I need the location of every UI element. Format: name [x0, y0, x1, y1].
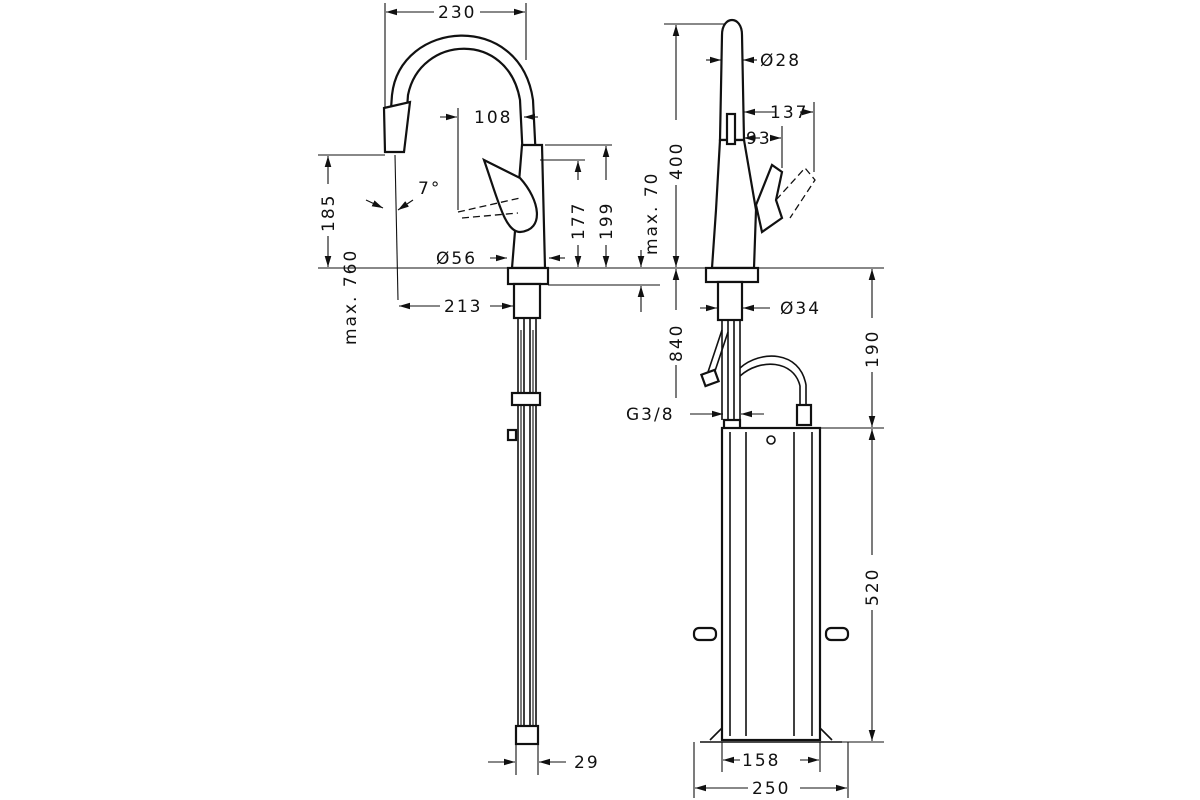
dim-reach-213: 213 — [444, 297, 482, 317]
front-hose-branch — [707, 329, 729, 375]
dim-base-diameter: Ø56 — [436, 249, 477, 269]
hose-connector-2 — [506, 428, 518, 442]
front-view-dimensions: 400 Ø28 137 93 Ø34 840 G3/8 190 — [626, 23, 884, 799]
dim-handle-137: 137 — [770, 103, 808, 123]
dim-handle-93: 93 — [746, 129, 772, 149]
box-clamp-left — [692, 626, 718, 642]
dim-depth-840: 840 — [667, 324, 687, 362]
dim-spray-angle: 7° — [418, 179, 441, 199]
dim-body-199: 199 — [597, 202, 617, 240]
dim-handle-offset: 108 — [474, 108, 512, 128]
base-plate — [506, 266, 550, 286]
front-fitting-right — [795, 403, 813, 427]
handle-dashed-open — [457, 197, 521, 219]
front-hose-a — [721, 320, 729, 420]
front-handle-dashed — [775, 167, 816, 219]
dim-spout-height: 185 — [319, 194, 339, 232]
front-spout — [718, 18, 746, 142]
box-hole — [766, 435, 776, 445]
box-rails — [729, 432, 813, 736]
dim-shank-diameter: Ø34 — [780, 299, 821, 319]
dim-width-158: 158 — [742, 751, 780, 771]
shank — [512, 282, 542, 320]
front-hose-curve — [739, 355, 807, 405]
dim-thread: G3/8 — [626, 405, 675, 425]
front-hose-fitting — [699, 368, 721, 388]
front-hose-b — [733, 320, 741, 420]
pullout-box — [720, 426, 822, 742]
front-view — [692, 18, 850, 743]
dim-box-520: 520 — [863, 568, 883, 606]
front-spray-button — [725, 112, 737, 146]
hose-left — [517, 318, 525, 742]
dim-depth-190: 190 — [863, 330, 883, 368]
side-view — [382, 34, 550, 746]
hose-right — [529, 318, 537, 742]
front-spout-lower — [710, 138, 758, 270]
hose-inner — [520, 330, 534, 742]
spray-head — [382, 100, 412, 154]
box-clamp-right — [824, 626, 850, 642]
dim-spout-diameter: Ø28 — [760, 51, 801, 71]
dim-max-70: max. 70 — [642, 172, 662, 255]
lever-handle — [482, 157, 538, 234]
hose-connector-1 — [510, 391, 542, 407]
front-shank — [716, 280, 744, 322]
dim-body-177: 177 — [569, 202, 589, 240]
dim-height-400: 400 — [667, 142, 687, 180]
spout-arc — [386, 34, 538, 162]
dim-max-760: max. 760 — [341, 249, 361, 345]
side-view-dimensions: 230 108 185 7° max. 760 177 199 max. 70 — [318, 3, 662, 775]
box-feet — [700, 727, 842, 743]
front-base — [704, 266, 760, 284]
dim-hose-29: 29 — [574, 753, 600, 773]
hose-end — [514, 724, 540, 746]
dim-width-250: 250 — [752, 779, 790, 799]
dim-spout-reach: 230 — [438, 3, 476, 23]
